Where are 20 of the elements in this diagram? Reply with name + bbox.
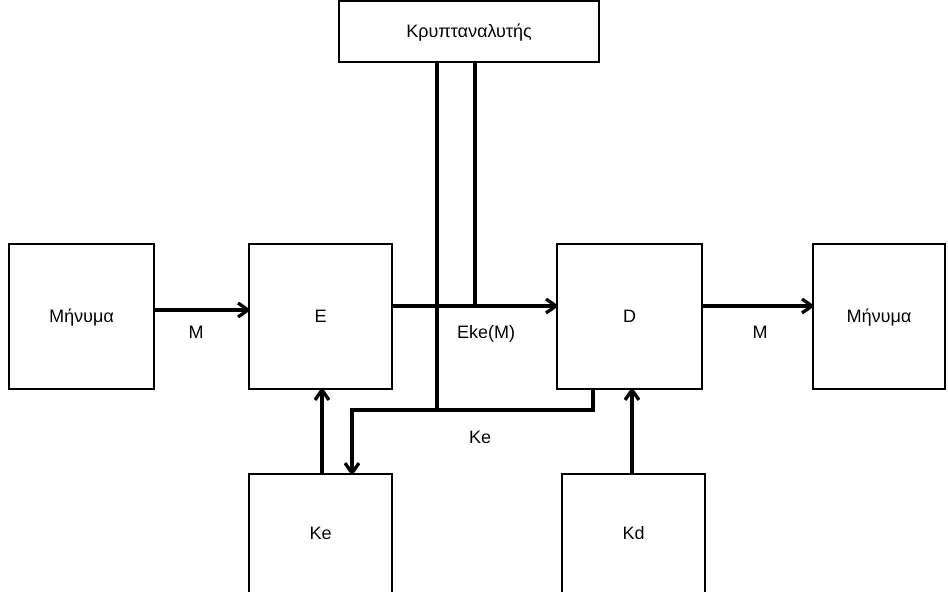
arrow bbox=[623, 388, 641, 473]
box-label: Ke bbox=[309, 522, 332, 545]
box-label: Kd bbox=[622, 522, 645, 545]
box-label: Μήνυμα bbox=[49, 305, 114, 328]
arrow bbox=[343, 390, 595, 475]
box-label: D bbox=[623, 305, 636, 328]
process-box bbox=[812, 243, 946, 390]
box-label: E bbox=[314, 305, 326, 328]
box-label: Μήνυμα bbox=[846, 305, 912, 328]
process-box bbox=[561, 473, 706, 592]
arrow bbox=[393, 297, 558, 315]
arrow bbox=[155, 301, 250, 319]
arrow bbox=[313, 388, 331, 473]
process-box bbox=[556, 243, 703, 390]
process-box bbox=[338, 0, 600, 63]
process-box bbox=[248, 473, 393, 592]
process-box bbox=[248, 243, 393, 390]
process-box bbox=[8, 243, 155, 390]
arrow bbox=[703, 297, 814, 315]
box-label: Κρυπταναλυτής bbox=[406, 20, 532, 43]
